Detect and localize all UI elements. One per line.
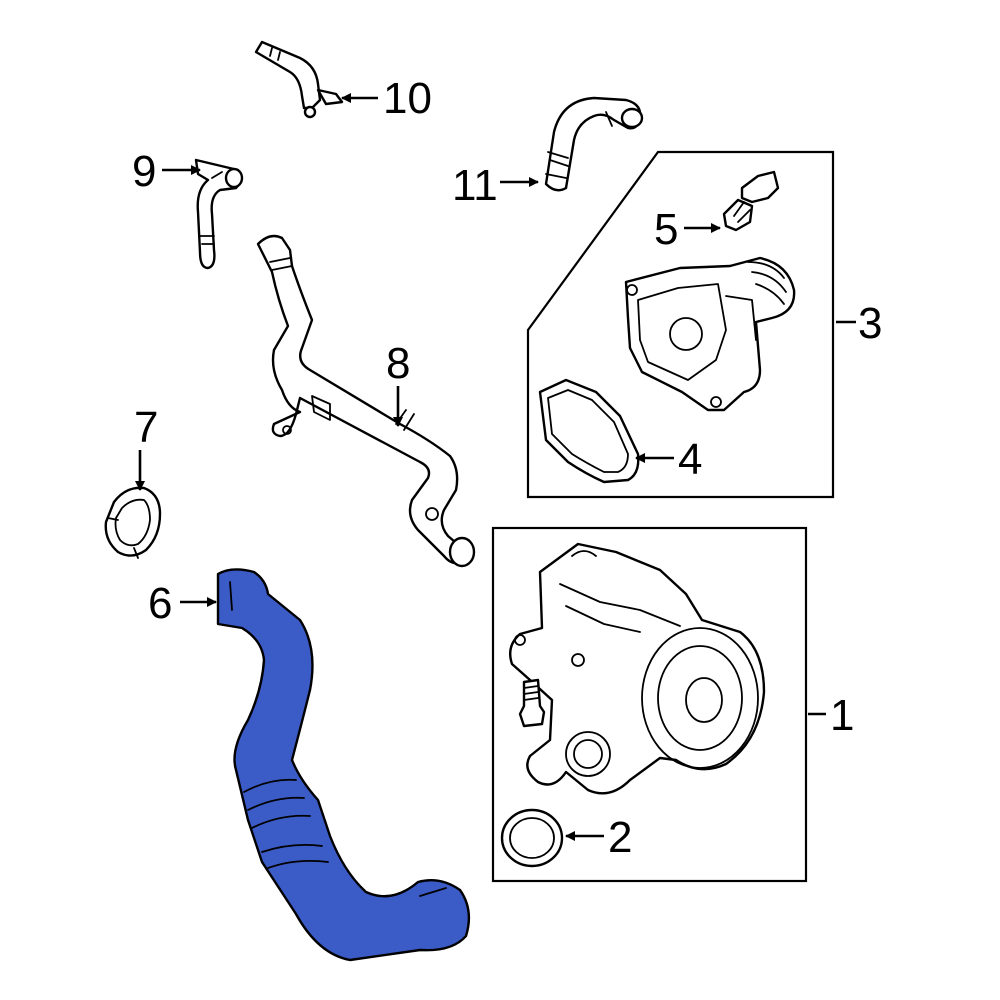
callout-7: 7 (134, 403, 158, 452)
callout-2: 2 (608, 813, 632, 862)
part-6-radiator-hose[interactable] (216, 568, 471, 962)
callout-1: 1 (830, 691, 854, 740)
part-1-water-pump[interactable] (509, 542, 766, 795)
part-11-coolant-hose[interactable] (544, 96, 644, 192)
callout-4: 4 (678, 435, 702, 484)
callout-8: 8 (386, 339, 410, 388)
callout-6: 6 (148, 579, 172, 628)
part-5-temperature-sensor[interactable] (722, 170, 780, 232)
part-10-coolant-tube[interactable] (254, 40, 344, 119)
callout-10: 10 (383, 74, 432, 123)
water-pump-bolt[interactable] (518, 678, 546, 728)
callout-3: 3 (858, 299, 882, 348)
part-3-thermostat-housing[interactable] (624, 256, 796, 412)
part-2-seal-ring[interactable] (500, 808, 564, 868)
callout-11: 11 (452, 161, 498, 210)
part-9-coolant-hose[interactable] (194, 158, 244, 270)
part-7-gasket[interactable] (104, 486, 162, 559)
callout-5: 5 (654, 205, 678, 254)
callout-9: 9 (132, 147, 156, 196)
thermostat-housing-group-frame (526, 150, 835, 499)
part-4-housing-gasket[interactable] (538, 378, 640, 484)
water-pump-group-frame (491, 526, 808, 883)
part-8-coolant-pipe[interactable] (256, 234, 476, 568)
